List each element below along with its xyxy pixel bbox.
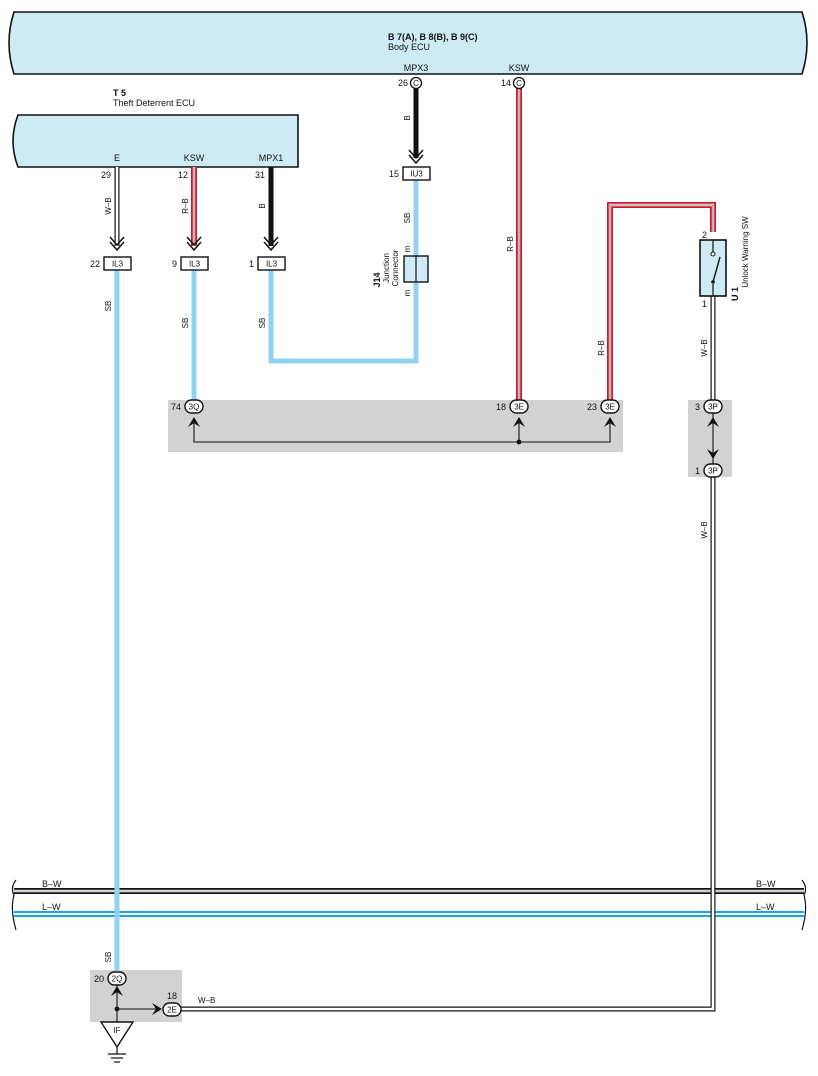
svg-text:IF: IF <box>113 1026 120 1035</box>
svg-text:Junction: Junction <box>382 253 391 283</box>
svg-text:IL3: IL3 <box>112 260 124 269</box>
svg-text:W–B: W–B <box>104 197 113 214</box>
svg-text:3P: 3P <box>708 467 718 476</box>
svg-text:U 1: U 1 <box>730 287 740 301</box>
svg-text:IU3: IU3 <box>410 170 423 179</box>
harness-bw-label-right: B–W <box>756 879 776 889</box>
connector-3q-74: 3Q 74 <box>171 399 204 414</box>
svg-text:3: 3 <box>695 402 700 412</box>
svg-text:26: 26 <box>398 78 408 88</box>
svg-text:9: 9 <box>172 259 177 269</box>
svg-text:SB: SB <box>104 301 113 312</box>
junction-connector-j14: m m J14 Junction Connector <box>372 245 429 296</box>
svg-text:3P: 3P <box>708 403 718 412</box>
svg-text:SB: SB <box>104 952 113 963</box>
svg-text:R–B: R–B <box>506 236 515 252</box>
harness-lw-label-left: L–W <box>42 902 61 912</box>
connector-il3-e: IL3 22 <box>90 256 132 271</box>
theft-pin-e-number: 29 <box>101 170 111 180</box>
svg-text:SB: SB <box>181 318 190 329</box>
connector-3e-23: 3E 23 <box>587 399 620 414</box>
svg-text:MPX3: MPX3 <box>404 63 429 73</box>
wire-color-labels: W–B R–B B B SB R–B R–B SB SB SB W–B W–B … <box>104 115 709 1005</box>
black-wires <box>268 88 419 246</box>
svg-text:2E: 2E <box>167 1006 177 1015</box>
svg-text:m: m <box>403 245 412 252</box>
body-pin-ksw: C 14 KSW <box>501 63 530 90</box>
body-pin-mpx3: C 26 MPX3 <box>398 63 429 90</box>
svg-text:IL3: IL3 <box>266 260 278 269</box>
svg-text:R–B: R–B <box>597 340 606 356</box>
svg-text:W–B: W–B <box>700 339 709 356</box>
junction-3p-bus <box>707 413 719 464</box>
svg-text:SB: SB <box>403 213 412 224</box>
theft-pin-e-label: E <box>114 153 120 163</box>
connector-3p-3: 3P 3 <box>695 399 723 414</box>
theft-ecu-name: Theft Deterrent ECU <box>113 98 195 108</box>
svg-text:23: 23 <box>587 402 597 412</box>
connector-2e-18: 2E 18 <box>162 991 182 1017</box>
body-ecu-code: B 7(A), B 8(B), B 9(C) <box>388 32 478 42</box>
connector-iu3: IU3 15 <box>389 166 431 181</box>
ground-if: IF <box>99 1021 135 1063</box>
svg-text:15: 15 <box>389 169 399 179</box>
svg-text:m: m <box>403 289 412 296</box>
theft-pin-mpx1-label: MPX1 <box>259 153 284 163</box>
svg-text:14: 14 <box>501 78 511 88</box>
wire-arrowheads <box>109 149 424 252</box>
svg-text:22: 22 <box>90 259 100 269</box>
theft-pin-ksw-number: 12 <box>178 170 188 180</box>
junction-block-3q-3e <box>168 400 623 452</box>
svg-text:1: 1 <box>249 259 254 269</box>
unlock-warning-switch: 2 1 U 1 Unlock Warning SW <box>699 216 750 309</box>
connector-2q-20: 2Q 20 <box>94 971 127 986</box>
svg-text:18: 18 <box>496 402 506 412</box>
wb-wires <box>114 167 716 1012</box>
harness-lw-label-right: L–W <box>756 902 775 912</box>
svg-text:Connector: Connector <box>391 249 400 286</box>
body-ecu-name: Body ECU <box>388 42 430 52</box>
junction-3q-3e-bus <box>188 417 616 445</box>
svg-text:20: 20 <box>94 974 104 984</box>
svg-text:C: C <box>516 79 522 88</box>
theft-pin-ksw-label: KSW <box>184 153 205 163</box>
svg-text:3E: 3E <box>514 403 524 412</box>
svg-text:2Q: 2Q <box>112 975 123 984</box>
svg-text:IL3: IL3 <box>189 260 201 269</box>
svg-text:C: C <box>413 79 419 88</box>
sb-wires <box>114 180 419 972</box>
svg-text:SB: SB <box>258 318 267 329</box>
theft-pin-mpx1-number: 31 <box>255 170 265 180</box>
svg-text:KSW: KSW <box>509 63 530 73</box>
connector-il3-mpx: IL3 1 <box>249 256 286 271</box>
svg-text:1: 1 <box>695 466 700 476</box>
svg-text:74: 74 <box>171 402 181 412</box>
svg-text:B: B <box>403 115 412 120</box>
svg-text:R–B: R–B <box>181 198 190 214</box>
svg-text:3Q: 3Q <box>189 403 200 412</box>
svg-text:W–B: W–B <box>700 521 709 538</box>
harness-bw-label-left: B–W <box>42 879 62 889</box>
svg-text:1: 1 <box>702 299 707 309</box>
svg-text:2: 2 <box>702 230 707 240</box>
rb-wires <box>191 88 716 400</box>
connector-il3-ksw: IL3 9 <box>172 256 209 271</box>
svg-text:W–B: W–B <box>198 996 215 1005</box>
connector-3e-18: 3E 18 <box>496 399 529 414</box>
theft-ecu-code: T 5 <box>113 88 126 98</box>
theft-deterrent-ecu: T 5 Theft Deterrent ECU <box>12 88 299 168</box>
svg-text:3E: 3E <box>605 403 615 412</box>
junction-2q-2e-bus <box>111 985 162 1022</box>
svg-text:18: 18 <box>167 991 177 1001</box>
connector-3p-1: 3P 1 <box>695 463 723 478</box>
svg-text:Unlock Warning SW: Unlock Warning SW <box>741 216 750 288</box>
body-ecu: B 7(A), B 8(B), B 9(C) Body ECU <box>8 11 808 75</box>
svg-text:B: B <box>258 203 267 208</box>
svg-text:J14: J14 <box>372 272 382 287</box>
